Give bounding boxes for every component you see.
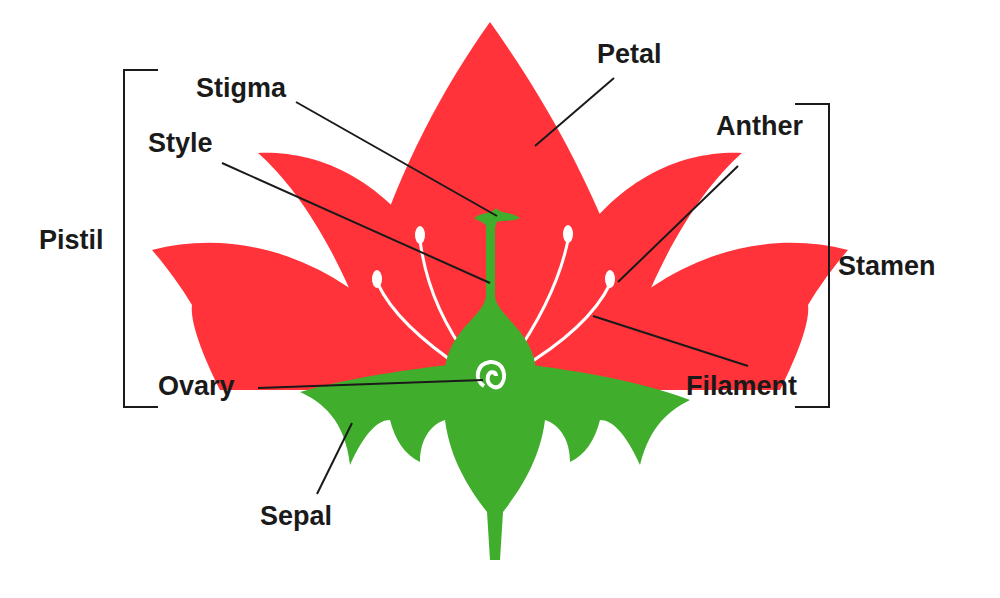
leader-line [535,78,614,146]
leader-line [222,163,490,283]
leader-line [296,102,497,216]
leader-line [593,316,748,366]
anther [563,225,573,243]
anther [415,226,425,244]
leader-line [317,423,352,494]
pistil-bracket [124,70,158,407]
part-label: Petal [597,38,662,70]
part-label: Filament [686,370,797,402]
part-label: Pistil [39,224,104,256]
ovule-spiral [478,362,504,387]
part-label: Sepal [260,500,332,532]
leader-line [258,380,483,388]
part-label: Ovary [158,370,235,402]
pistil [445,225,536,410]
part-label: Anther [716,110,803,142]
stamen-bracket [795,104,829,407]
leader-line [618,166,738,282]
brackets [124,70,829,407]
part-label: Stigma [196,72,286,104]
stigma [474,208,520,230]
part-label: Style [148,127,213,159]
part-label: Stamen [838,250,936,282]
ovule [478,362,504,387]
anther [372,270,382,288]
anther [605,270,615,288]
leader-lines [222,78,748,494]
